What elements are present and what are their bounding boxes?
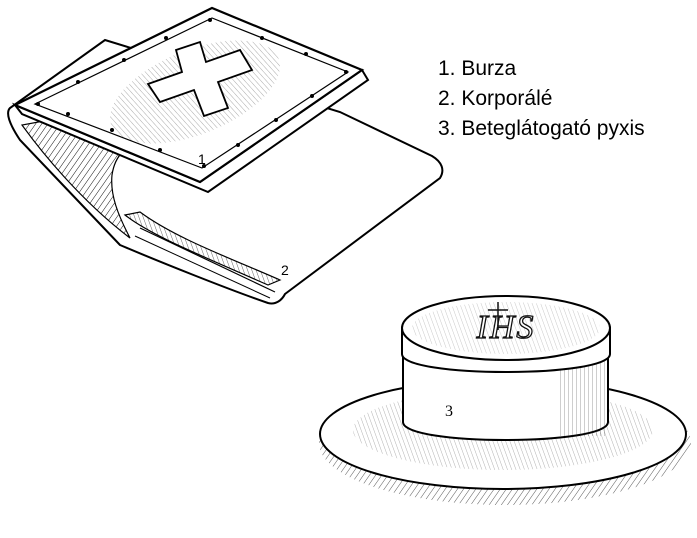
legend: 1. Burza 2. Korporálé 3. Beteglátogató p… xyxy=(438,54,645,144)
legend-label: Burza xyxy=(461,57,517,80)
ihs-monogram: IHS xyxy=(476,309,536,346)
legend-number: 1. xyxy=(438,57,456,80)
callout-pyx: 3 xyxy=(445,403,453,420)
legend-number: 2. xyxy=(438,87,456,110)
legend-label: Korporálé xyxy=(461,87,553,110)
callout-corporal: 2 xyxy=(281,262,289,278)
legend-item-corporal: 2. Korporálé xyxy=(438,84,645,114)
legend-item-pyx: 3. Beteglátogató pyxis xyxy=(438,114,645,144)
callout-burse: 1 xyxy=(198,151,206,167)
pyx-drawing: IHS xyxy=(319,295,691,505)
legend-number: 3. xyxy=(438,117,456,140)
burse-drawing xyxy=(11,6,370,194)
legend-label: Beteglátogató pyxis xyxy=(461,117,645,140)
legend-item-burse: 1. Burza xyxy=(438,54,645,84)
